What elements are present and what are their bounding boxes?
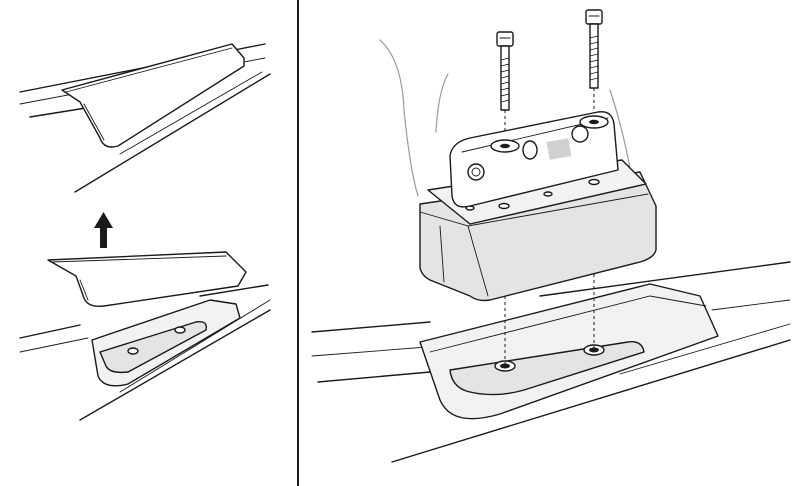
foot-housing-side-line [439, 225, 445, 283]
deck-hole-icon [498, 202, 510, 210]
rail2-top-edge-inner [19, 337, 89, 353]
bolt-icon [585, 9, 603, 89]
vehicle-contour-left [379, 39, 419, 197]
bracket-label-patch [546, 138, 572, 160]
roof-rail-upper-edge-inner [311, 345, 441, 357]
bolt-thread [589, 35, 599, 81]
rail-with-cover-removed [19, 251, 271, 421]
roof-rail-front-edge-inner [619, 323, 791, 375]
plate-hole-icon [174, 326, 186, 334]
rail-cover-ridge [65, 47, 233, 93]
rail2-bottom-edge-inner [119, 299, 271, 393]
rail-bottom-edge [74, 73, 271, 193]
rail-mid-edge [29, 106, 93, 118]
bracket-hole-icon [571, 125, 589, 143]
bracket-hole-icon [471, 167, 481, 177]
rail2-top-edge [19, 324, 81, 339]
bolt-thread [500, 57, 510, 103]
bolt-head [496, 31, 514, 47]
bolt-head [585, 9, 603, 25]
lifted-cover-fold [79, 279, 89, 301]
rail-cover [61, 43, 245, 148]
deck-hole-icon [543, 191, 553, 197]
vehicle-contour-mid [435, 73, 449, 133]
roof-rail-upper-edge [311, 321, 431, 333]
lifted-cover [47, 251, 247, 308]
washer-hole-icon [500, 143, 510, 149]
rail2-bottom-edge [79, 309, 271, 421]
bracket-hole-icon [467, 163, 485, 181]
bracket-hole-icon [522, 140, 538, 160]
roof-rail-front-edge [391, 339, 791, 463]
roof-rail [311, 261, 791, 463]
vehicle-contour [379, 39, 631, 197]
rail-plate-hole-core-icon [500, 363, 510, 369]
lifted-cover-ridge [51, 255, 227, 263]
roof-rail-far-edge [539, 261, 791, 297]
rail-cover-fold [83, 103, 105, 141]
arrow-up-icon [94, 212, 113, 248]
rail-tray-rim [429, 295, 707, 353]
foot-housing-top-rim [467, 193, 649, 227]
bolt-icon [496, 31, 514, 111]
vehicle-contour-right [609, 89, 631, 169]
rail-plate-hole-core-icon [589, 347, 599, 353]
washer-hole-icon [589, 119, 599, 125]
roof-rail-lower-edge [317, 371, 431, 383]
roof-rail-far-edge-inner [711, 299, 791, 311]
deck-hole-icon [588, 178, 600, 186]
rail-bottom-edge-inner [119, 71, 263, 155]
rail2-top-edge-right [199, 284, 269, 297]
rail-with-cover [19, 43, 271, 193]
plate-hole-icon [127, 347, 139, 355]
mounting-plate [99, 320, 207, 374]
roof-rack-foot [419, 111, 657, 302]
